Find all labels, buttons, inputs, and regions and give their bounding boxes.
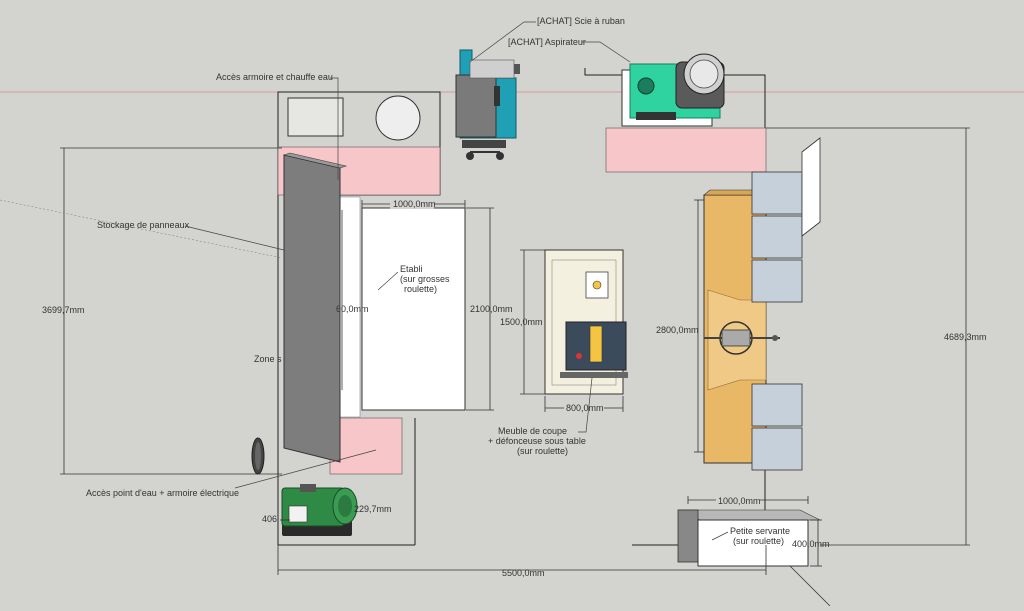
cutting-cabinet-label-1: Meuble de coupe <box>498 426 567 436</box>
dim-label-800: 800,0mm <box>566 403 604 413</box>
access-water-label: Accès point d'eau + armoire électrique <box>86 488 239 498</box>
drawer-box <box>751 259 803 303</box>
wall-drain-inner <box>255 442 261 470</box>
band-saw <box>455 49 520 160</box>
dim-label-5500: 5500,0mm <box>502 568 545 578</box>
drawer-box <box>751 427 803 471</box>
workbench-label-3: roulette) <box>404 284 437 294</box>
dim-label-2100: 2100,0mm <box>470 304 513 314</box>
door-panel <box>801 137 821 237</box>
dim-label-1000-top: 1000,0mm <box>393 199 436 209</box>
service-cart-label-2: (sur roulette) <box>733 536 784 546</box>
drawer-box <box>751 171 803 215</box>
drawer-units <box>751 171 803 471</box>
dim-label-600-partial: 60,0mm <box>336 304 369 314</box>
dust-extractor <box>621 53 725 127</box>
drawer-box <box>751 383 803 427</box>
zone-label: Zone s <box>254 354 282 364</box>
dimension-5500: 5500,0mm <box>277 545 767 578</box>
clearance-zone-bottom-left <box>329 417 403 475</box>
access-cabinet-label: Accès armoire et chauffe eau <box>216 72 333 82</box>
band-saw-label: [ACHAT] Scie à ruban <box>537 16 625 26</box>
workbench <box>361 207 466 411</box>
diagonal-edge <box>789 565 831 607</box>
dim-label-4689: 4689,3mm <box>944 332 987 342</box>
panel-storage-label: Stockage de panneaux <box>97 220 190 230</box>
dust-extractor-label: [ACHAT] Aspirateur <box>508 37 586 47</box>
dimension-1000-bottom: 1000,0mm <box>687 495 809 506</box>
cabinet-box <box>287 97 344 137</box>
dim-label-3699: 3699,7mm <box>42 305 85 315</box>
dimension-2800: 2800,0mm <box>656 199 704 453</box>
water-heater <box>375 95 421 141</box>
dim-label-400: 400,0mm <box>792 539 830 549</box>
dimension-2100: 2100,0mm <box>466 207 513 411</box>
workbench-label-1: Etabli <box>400 264 423 274</box>
panel-storage <box>283 154 341 463</box>
dimension-400: 400,0mm <box>792 519 830 567</box>
compressor-machine <box>281 484 358 536</box>
dimension-4689: 4689,3mm <box>766 127 987 546</box>
dim-label-1500: 1500,0mm <box>500 317 543 327</box>
dust-extractor-leader <box>582 41 631 63</box>
service-cart-label-1: Petite servante <box>730 526 790 536</box>
drawer-box <box>751 215 803 259</box>
workbench-leader <box>377 271 399 291</box>
panel-storage-edge <box>282 152 348 169</box>
cutting-cabinet-label-3: (sur roulette) <box>517 446 568 456</box>
dim-label-406: 406 <box>262 514 277 524</box>
dim-label-1000-bottom: 1000,0mm <box>718 496 761 506</box>
panel-storage-leader <box>184 225 285 251</box>
dim-label-2800: 2800,0mm <box>656 325 699 335</box>
cutting-cabinet-label-2: + défonceuse sous table <box>488 436 586 446</box>
access-water-leader <box>234 449 377 489</box>
cutting-cabinet <box>544 249 628 395</box>
dimension-1000-top: 1000,0mm <box>361 198 466 209</box>
cutting-cabinet-leader <box>578 377 593 433</box>
dimension-800: 800,0mm <box>544 396 624 413</box>
workbench-label-2: (sur grosses <box>400 274 450 284</box>
clearance-zone-top-right <box>605 127 767 173</box>
dimension-1500: 1500,0mm <box>500 249 545 395</box>
service-cart-leader <box>711 531 729 541</box>
band-saw-leader <box>469 21 536 63</box>
access-cabinet-leader <box>330 77 339 180</box>
dimension-3699: 3699,7mm <box>42 147 282 475</box>
dim-label-229: 229,7mm <box>354 504 392 514</box>
